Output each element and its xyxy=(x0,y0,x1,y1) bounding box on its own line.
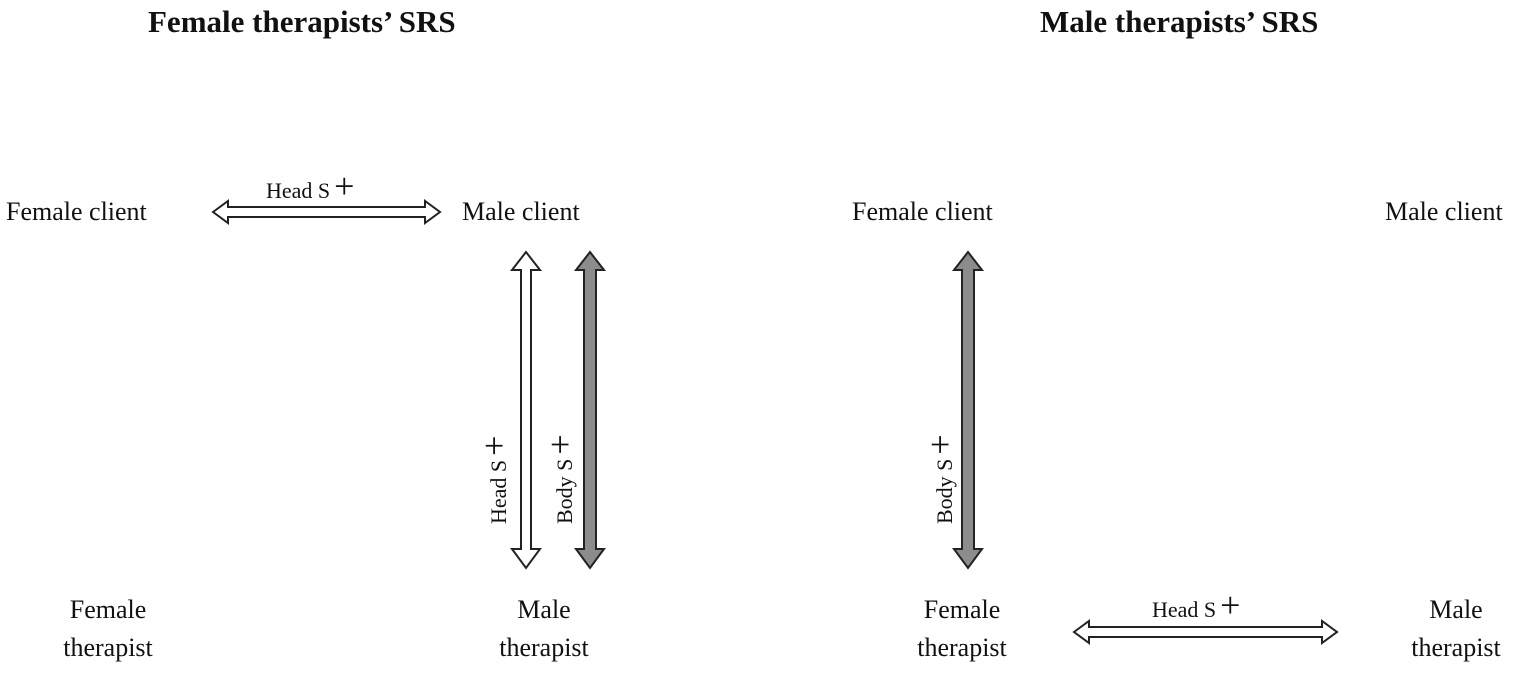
right-female-therapist-line1: Female xyxy=(923,595,1001,624)
right-male-therapist-line1: Male xyxy=(1429,595,1483,624)
right-node-female-therapist: Female therapist xyxy=(892,591,1032,667)
right-node-female-client: Female client xyxy=(852,197,993,226)
right-male-therapist-line2: therapist xyxy=(1411,633,1501,662)
left-node-male-therapist: Male therapist xyxy=(474,591,614,667)
left-male-therapist-line1: Male xyxy=(517,595,571,624)
edge-label-text: Head S xyxy=(1152,597,1217,622)
left-female-therapist-line2: therapist xyxy=(63,633,153,662)
left-edge-label-head-s-horizontal: Head S + xyxy=(266,168,354,204)
arrow-head-s-female-male-therapist xyxy=(1072,619,1339,645)
arrow-body-s-male-client-therapist xyxy=(573,250,607,570)
edge-label-text: Head S xyxy=(266,178,331,203)
plus-sign: + xyxy=(540,434,580,455)
plus-sign: + xyxy=(1220,585,1241,625)
right-panel-title: Male therapists’ SRS xyxy=(1040,4,1319,39)
right-edge-label-head-s-horizontal: Head S + xyxy=(1152,587,1240,623)
right-female-therapist-line2: therapist xyxy=(917,633,1007,662)
arrow-body-s-female-client-therapist xyxy=(951,250,985,570)
right-node-male-client: Male client xyxy=(1385,197,1503,226)
left-node-female-client: Female client xyxy=(6,197,147,226)
plus-sign: + xyxy=(474,435,514,456)
left-male-therapist-line2: therapist xyxy=(499,633,589,662)
arrow-head-s-male-client-therapist xyxy=(509,250,543,570)
edge-label-text: Body S xyxy=(552,458,577,524)
edge-label-text: Body S xyxy=(932,458,957,524)
left-panel-title: Female therapists’ SRS xyxy=(148,4,456,39)
left-edge-label-head-s-vertical: Head S + xyxy=(474,435,514,524)
left-node-female-therapist: Female therapist xyxy=(38,591,178,667)
right-node-male-therapist: Male therapist xyxy=(1386,591,1526,667)
arrow-head-s-female-male-client xyxy=(211,199,442,225)
edge-label-text: Head S xyxy=(486,459,511,524)
right-edge-label-body-s-vertical: Body S + xyxy=(920,434,960,524)
plus-sign: + xyxy=(920,434,960,455)
left-node-male-client: Male client xyxy=(462,197,580,226)
left-edge-label-body-s-vertical: Body S + xyxy=(540,434,580,524)
left-female-therapist-line1: Female xyxy=(69,595,147,624)
plus-sign: + xyxy=(334,166,355,206)
